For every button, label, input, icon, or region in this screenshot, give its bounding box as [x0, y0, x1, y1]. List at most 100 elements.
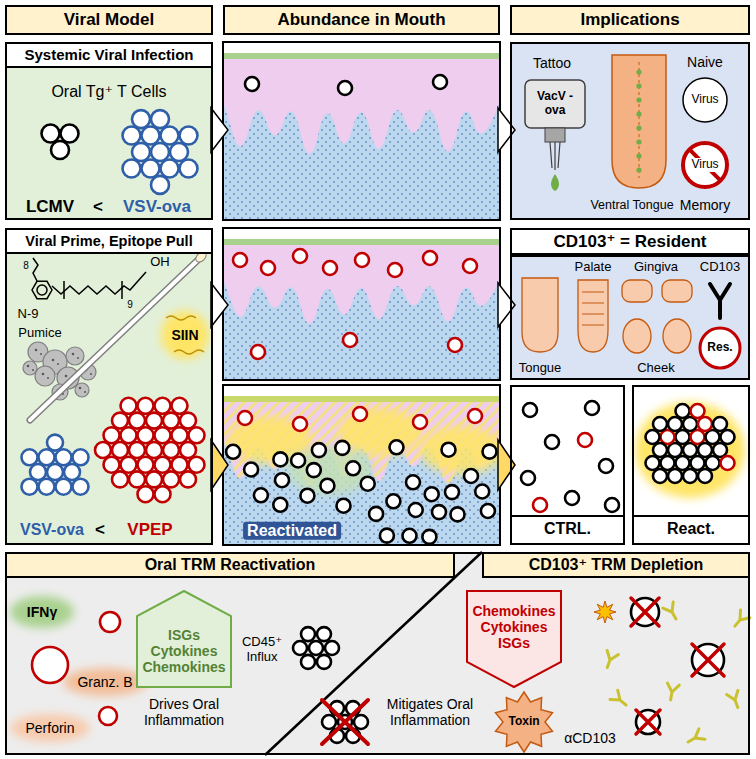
- t-cell: [291, 454, 305, 468]
- peptide-wave: [166, 316, 196, 320]
- down-pentagon: Chemokines Cytokines ISGs: [466, 590, 562, 688]
- cheek: [663, 319, 691, 353]
- t-cell: [64, 464, 80, 480]
- node-text: React.: [634, 515, 748, 543]
- t-cell: [170, 143, 188, 161]
- t-cell: [346, 461, 360, 475]
- t-cell: [355, 253, 369, 267]
- pore: [84, 391, 86, 393]
- t-cell: [353, 407, 367, 421]
- t-cell: [142, 127, 160, 145]
- t-cell: [22, 449, 38, 465]
- t-cell: [481, 504, 495, 518]
- pore: [79, 387, 82, 390]
- t-cell: [121, 457, 137, 473]
- antibody-arm: [727, 690, 744, 709]
- node-text: Systemic Viral Infection: [25, 46, 194, 63]
- t-cell: [301, 627, 315, 641]
- antibody: [727, 690, 744, 709]
- t-cell: [180, 471, 196, 487]
- t-cell: [390, 440, 404, 454]
- cytokine-glow: [338, 408, 422, 456]
- pore: [65, 375, 68, 378]
- node-text: VSV-ova: [123, 197, 191, 217]
- pumice-grain: [66, 347, 84, 365]
- t-cell: [676, 404, 690, 418]
- node-text: Granz. B: [77, 674, 132, 690]
- t-cell: [325, 641, 339, 655]
- t-cell: [104, 457, 120, 473]
- panel-ground: [510, 42, 750, 220]
- panel-title: CD103⁺ = Resident: [510, 228, 750, 255]
- pore: [35, 349, 38, 352]
- t-cell: [151, 176, 169, 194]
- antibody-arm: [685, 729, 705, 747]
- node-text: Res.: [707, 341, 732, 355]
- depletion-cross: [692, 644, 724, 676]
- node-text: Toxin: [508, 715, 539, 729]
- alkyl-chain: [33, 258, 38, 281]
- antibody-arm: [602, 650, 619, 669]
- node-text: SIIN: [171, 327, 198, 343]
- palate-ridge: [582, 292, 604, 325]
- t-cell: [713, 417, 727, 431]
- node-text: Virus: [690, 158, 719, 172]
- cell-circle: Virus: [681, 76, 729, 124]
- t-cell: [155, 457, 171, 473]
- t-cell: [151, 143, 169, 161]
- t-cell: [545, 435, 559, 449]
- t-cell: [132, 110, 150, 128]
- t-cell: [275, 473, 289, 487]
- t-cell: [132, 143, 150, 161]
- t-cell: [343, 333, 357, 347]
- t-cell: [631, 598, 659, 626]
- pumice-grain: [75, 383, 89, 397]
- header-box: Viral Model: [5, 5, 213, 35]
- t-cell: [123, 127, 141, 145]
- t-cell: [413, 415, 427, 429]
- t-cell: [653, 469, 667, 483]
- cell-clusters: [22, 398, 205, 502]
- panel-ground: [510, 255, 750, 380]
- cross-out: [322, 700, 368, 744]
- t-cell: [121, 427, 137, 443]
- node-text: Ventral Tongue: [590, 198, 673, 212]
- antibody: [663, 602, 681, 622]
- chevron: [498, 108, 515, 152]
- t-cell: [721, 430, 735, 444]
- t-cell: [451, 507, 465, 521]
- t-cell: [464, 469, 478, 483]
- node-text: Viral Model: [64, 10, 154, 30]
- t-cell: [335, 441, 349, 455]
- t-cell: [293, 417, 307, 431]
- t-cell: [273, 498, 287, 512]
- t-cell: [104, 427, 120, 443]
- t-cell: [161, 127, 179, 145]
- t-cell: [32, 647, 68, 683]
- node-text: Chemokines Cytokines ISGs: [470, 603, 558, 651]
- t-cell: [713, 443, 727, 457]
- t-cell: [605, 498, 619, 512]
- t-cell: [138, 398, 154, 414]
- node-text: CD103: [700, 260, 740, 275]
- t-cell: [123, 160, 141, 178]
- toxin-star: [496, 692, 553, 752]
- t-cell: [388, 263, 402, 277]
- prohibition-slash: [690, 150, 721, 181]
- n9-molecule: [32, 258, 146, 299]
- pore: [90, 373, 92, 375]
- peptide-wave: [174, 350, 204, 354]
- t-cell: [180, 442, 196, 458]
- t-cell: [483, 445, 497, 459]
- t-cell: [425, 487, 439, 501]
- node-text: N-9: [18, 307, 39, 322]
- pore: [32, 369, 34, 371]
- depletion-cross: [631, 598, 659, 626]
- t-cell: [403, 529, 417, 543]
- t-cell: [317, 627, 331, 641]
- node-text: VacV -ova: [533, 90, 577, 118]
- cytokine-glow: [635, 402, 745, 498]
- t-cell: [30, 464, 46, 480]
- node-text: Oral TRM Reactivation: [145, 556, 316, 574]
- t-cell: [646, 430, 660, 444]
